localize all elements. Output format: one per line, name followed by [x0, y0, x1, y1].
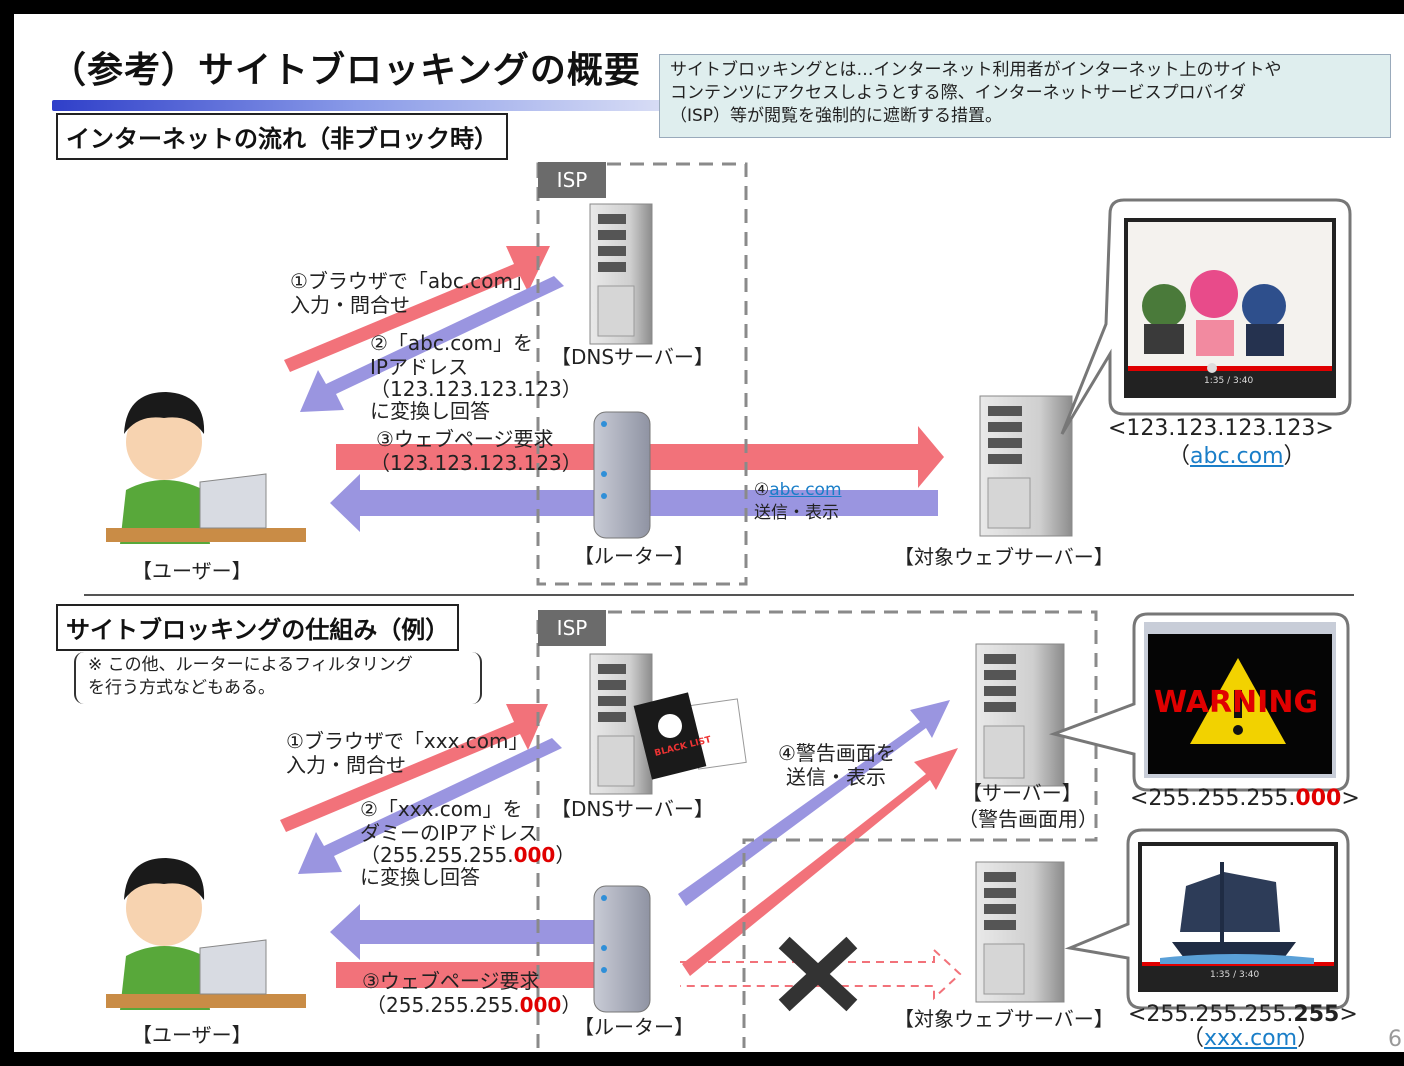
b-step2-line2: ダミーのIPアドレス	[360, 821, 538, 845]
dns-server-bottom-icon	[589, 653, 653, 795]
router-bottom-icon	[593, 885, 651, 1013]
step3-line2: （123.123.123.123）	[370, 451, 582, 475]
domain-link[interactable]: abc.com	[1190, 444, 1284, 469]
warning-server-sublabel: （警告画面用）	[958, 807, 1098, 831]
b-step3-ip-suffix: ）	[561, 993, 582, 1017]
arrow-step2-answer	[300, 276, 564, 412]
b-step2-ip-suffix: ）	[555, 843, 576, 867]
target-ip: <123.123.123.123>	[1108, 416, 1334, 441]
arrow-b-step3-request	[336, 962, 610, 988]
warning-ip: <255.255.255.000>	[1130, 786, 1360, 811]
warning-ip-prefix: <255.255.255.	[1130, 786, 1296, 811]
step2-line1: ②「abc.com」を	[370, 331, 533, 355]
step2-line2: IPアドレス	[370, 355, 468, 379]
video-time-top: 1:35 / 3:40	[1204, 376, 1254, 386]
slide: （参考）サイトブロッキングの概要 サイトブロッキングとは…インターネット利用者が…	[14, 14, 1404, 1052]
paren-close: ）	[1283, 444, 1306, 469]
step4-line2: 送信・表示	[754, 503, 839, 523]
router-icon	[593, 411, 651, 539]
target-server-bottom-icon	[975, 861, 1065, 1003]
b-step1-line1: ①ブラウザで「xxx.com」	[286, 729, 529, 753]
b-target-ip-bold: 255	[1293, 1002, 1340, 1027]
blacklist-icon	[633, 692, 747, 780]
warning-server-icon	[975, 643, 1065, 787]
b-step3-ip-red: 000	[519, 993, 562, 1017]
step3-line1: ③ウェブページ要求	[376, 427, 554, 451]
b-target-domain: （xxx.com）	[1182, 1026, 1319, 1051]
video-bubble-top	[1060, 198, 1352, 435]
note-box: ※ この他、ルーターによるフィルタリング を行う方式などもある。	[74, 652, 482, 704]
b-target-ip-suffix: >	[1339, 1002, 1358, 1027]
b-step4-line2: 送信・表示	[786, 765, 886, 789]
arrow-b-step1-query	[280, 704, 548, 832]
step1-line2: 入力・問合せ	[290, 293, 410, 317]
b-paren-close: ）	[1297, 1026, 1320, 1051]
b-dns-server-label: 【DNSサーバー】	[551, 797, 714, 821]
diagram-graphics	[106, 162, 1352, 1048]
section-title-blocking: サイトブロッキングの仕組み（例）	[56, 604, 460, 651]
section-divider	[84, 594, 1354, 596]
step2-line4: に変換し回答	[370, 399, 490, 423]
b-step2-line4: に変換し回答	[360, 865, 480, 889]
step2-line3: （123.123.123.123）	[370, 377, 582, 401]
warning-bubble	[1048, 612, 1350, 792]
paren-open: （	[1168, 444, 1191, 469]
isp-badge-top: ISP	[538, 162, 606, 198]
b-step2-ip-prefix: （255.255.255.	[360, 843, 514, 867]
warning-ip-suffix: >	[1341, 786, 1360, 811]
arrow-blocked-path	[680, 947, 962, 1001]
title-underline	[52, 100, 664, 111]
b-user-label: 【ユーザー】	[132, 1023, 252, 1047]
page-number: 6	[1388, 1027, 1402, 1052]
b-step3-line2: （255.255.255.000）	[366, 994, 581, 1017]
b-step4-line1: ④警告画面を	[778, 741, 896, 765]
b-step1-line2: 入力・問合せ	[286, 753, 406, 777]
step4-line1: ④abc.com	[754, 480, 842, 501]
step1-line1: ①ブラウザで「abc.com」	[290, 269, 533, 293]
section-title-normal-flow: インターネットの流れ（非ブロック時）	[56, 113, 508, 160]
b-router-label: 【ルーター】	[574, 1015, 694, 1039]
b-step2-line3: （255.255.255.000）	[360, 844, 575, 867]
page-title: （参考）サイトブロッキングの概要	[50, 50, 641, 91]
router-label: 【ルーター】	[574, 544, 694, 568]
b-paren-open: （	[1182, 1026, 1205, 1051]
b-step2-ip-red: 000	[513, 843, 556, 867]
pirate-video-bubble	[1064, 828, 1350, 1010]
step4-link[interactable]: abc.com	[769, 480, 842, 500]
target-server-label: 【対象ウェブサーバー】	[894, 545, 1114, 569]
warning-ip-red: 000	[1295, 786, 1342, 811]
b-target-server-label: 【対象ウェブサーバー】	[894, 1007, 1114, 1031]
user-icon	[106, 392, 306, 544]
blocked-x-icon	[778, 936, 858, 1012]
arrow-b-step4-warning	[678, 700, 950, 906]
warning-server-label: 【サーバー】	[962, 781, 1082, 805]
isp-boundary-top	[536, 162, 748, 586]
user-bottom-icon	[106, 858, 306, 1010]
step4-num: ④	[754, 480, 770, 500]
b-step3-line1: ③ウェブページ要求	[362, 969, 540, 993]
b-target-ip-prefix: <255.255.255.	[1128, 1002, 1294, 1027]
target-server-icon	[979, 395, 1073, 537]
dns-server-icon	[589, 203, 653, 345]
user-label: 【ユーザー】	[132, 559, 252, 583]
arrow-step1-query	[284, 246, 550, 372]
arrow-b-step2-answer	[298, 738, 562, 874]
b-step3-ip-prefix: （255.255.255.	[366, 993, 520, 1017]
b-domain-link[interactable]: xxx.com	[1204, 1026, 1298, 1051]
target-domain: （abc.com）	[1168, 444, 1306, 469]
b-step2-line1: ②「xxx.com」を	[360, 797, 523, 821]
video-time-bottom: 1:35 / 3:40	[1210, 970, 1260, 980]
warning-text: WARNING	[1154, 685, 1319, 720]
dns-server-label: 【DNSサーバー】	[551, 345, 714, 369]
arrow-b-step3-redirect	[682, 748, 958, 976]
isp-badge-bottom: ISP	[538, 610, 606, 646]
arrow-b-step-response	[330, 904, 606, 960]
definition-box: サイトブロッキングとは…インターネット利用者がインターネット上のサイトや コンテ…	[659, 54, 1391, 138]
b-target-ip: <255.255.255.255>	[1128, 1002, 1358, 1027]
